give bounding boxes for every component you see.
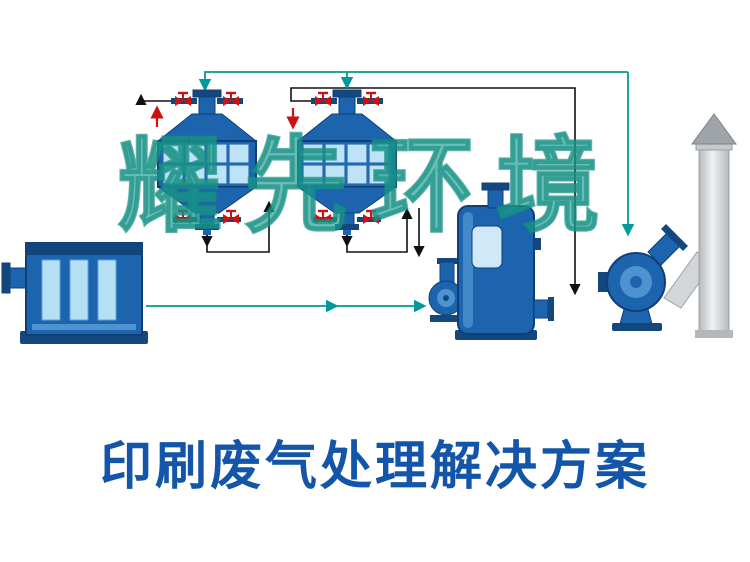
- exhaust-chimney: [663, 113, 737, 338]
- fan-outlet-flange: [661, 224, 688, 251]
- pump-base: [430, 315, 464, 322]
- tower-sight-window: [471, 225, 503, 269]
- valve-icon: [361, 209, 381, 226]
- page-title: 印刷废气处理解决方案: [99, 436, 650, 497]
- valve-icon: [313, 209, 333, 226]
- valve-icon: [221, 91, 241, 108]
- valve-icon: [313, 91, 333, 108]
- line-top-return-to-filter1: [198, 71, 628, 92]
- chimney-stack: [698, 147, 730, 335]
- red-flow-arrows: [150, 105, 300, 130]
- spray-tower-with-pump: [428, 182, 554, 340]
- tower-outlet-flange: [548, 297, 554, 321]
- valve-icon: [221, 209, 241, 226]
- box-top-band: [26, 243, 142, 255]
- teal-pipe-lines: [146, 71, 635, 313]
- chimney-base: [695, 330, 733, 338]
- pump-hub: [443, 295, 449, 301]
- pump-outlet-flange: [437, 258, 457, 264]
- filter-unit-1: [157, 89, 257, 236]
- box-side-pipe-cap: [1, 262, 11, 294]
- black-pipe-lines: [135, 87, 581, 296]
- filter-unit-2: [297, 89, 397, 236]
- tower-side-tab: [534, 238, 541, 250]
- tower-outlet-stub: [533, 299, 549, 319]
- carbon-adsorption-box: [1, 242, 148, 344]
- valve-icon: [173, 209, 193, 226]
- chimney-cap-icon: [691, 113, 737, 145]
- line-filter2-top-to-tower: [290, 87, 581, 296]
- valve-icon: [361, 91, 381, 108]
- fan-base-plate: [612, 323, 662, 331]
- box-bottom-strip: [32, 324, 136, 330]
- valve-icon: [173, 91, 193, 108]
- line-filter1-exhaust-up: [135, 93, 184, 105]
- fan-hub: [630, 276, 642, 288]
- box-filter-slats: [41, 259, 117, 321]
- tower-highlight: [463, 212, 473, 328]
- tower-top-flange: [481, 182, 510, 191]
- centrifugal-fan: [598, 224, 688, 331]
- tower-top-stub: [487, 187, 504, 209]
